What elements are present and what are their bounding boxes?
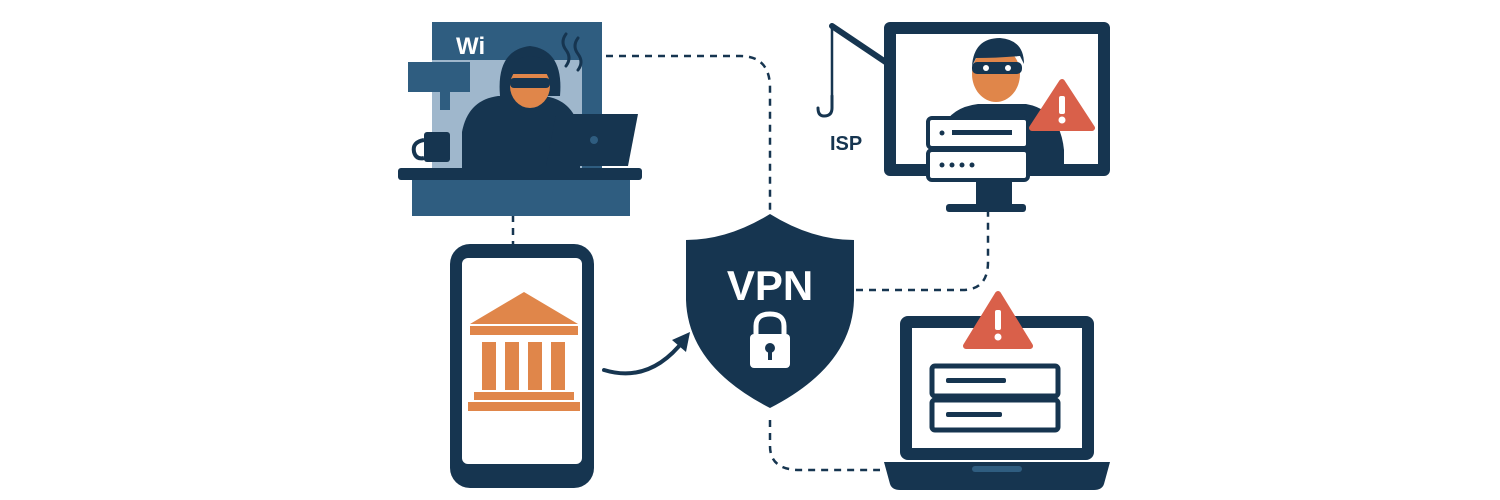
connector-cafe-to-vpn: [606, 54, 772, 218]
shield-icon: [686, 214, 854, 408]
coffee-machine: [408, 62, 470, 110]
connectors: [511, 54, 990, 472]
arrow-phone-to-vpn: [602, 332, 690, 376]
laptop-base: [884, 462, 1110, 490]
laptop: [884, 291, 1110, 490]
padlock-icon: [750, 311, 790, 368]
isp-label: ISP: [830, 133, 862, 155]
steam-icon: [561, 32, 583, 72]
warning-icon: [1029, 79, 1095, 131]
cafe-counter-body: [412, 180, 630, 216]
server-icon: [926, 116, 1030, 182]
bank-icon: [468, 292, 580, 411]
login-form: [929, 363, 1061, 433]
cafe-hacker-scene: Wi: [398, 22, 642, 216]
connector-vpn-to-isp: [856, 212, 990, 292]
warning-icon: [963, 291, 1033, 349]
smartphone: [450, 244, 594, 488]
isp-monitor: ISP: [816, 22, 1110, 212]
connector-vpn-to-laptop: [768, 420, 880, 472]
monitor-base: [946, 204, 1026, 212]
vpn-shield: VPN: [686, 214, 854, 408]
coffee-mug-icon: [411, 132, 450, 162]
cafe-sign: Wi: [456, 33, 485, 60]
vpn-label: VPN: [727, 262, 813, 309]
cafe-counter-top: [398, 168, 642, 180]
